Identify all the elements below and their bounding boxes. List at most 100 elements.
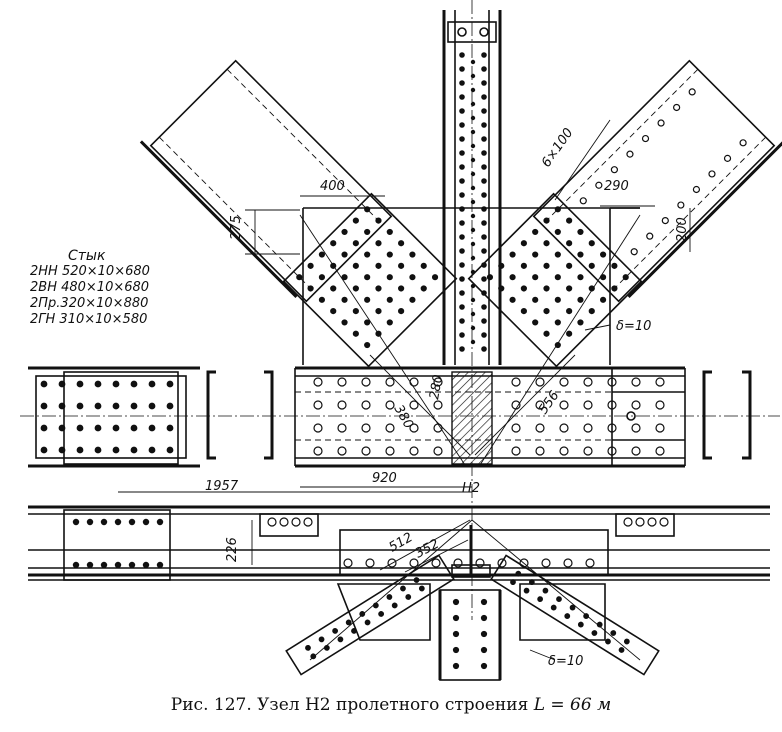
- bolt-hole: [313, 400, 323, 410]
- rivet: [130, 446, 138, 454]
- rivet: [554, 296, 561, 303]
- rivet: [330, 240, 337, 247]
- rivet: [577, 274, 584, 281]
- rivet: [459, 122, 465, 128]
- delta-top: δ=10: [616, 319, 651, 334]
- bolt-hole: [453, 558, 463, 568]
- bolt-hole: [739, 139, 747, 147]
- rivet: [459, 318, 465, 324]
- rivet: [543, 262, 550, 269]
- rivet: [459, 178, 465, 184]
- bolt-hole: [385, 423, 395, 433]
- chord-elevation: [28, 505, 770, 581]
- rivet: [352, 285, 359, 292]
- rivet: [452, 630, 460, 638]
- bolt-hole: [433, 446, 443, 456]
- rivet: [459, 262, 465, 268]
- splice-row: 2НН 520×10×680: [30, 264, 150, 279]
- rivet: [481, 332, 487, 338]
- rivet: [543, 240, 550, 247]
- gusset-plate-upper: [302, 207, 640, 365]
- bolt-hole: [343, 558, 353, 568]
- rivet: [481, 136, 487, 142]
- delta-bottom: δ=10: [548, 654, 583, 669]
- rivet: [459, 150, 465, 156]
- bolt-hole: [688, 88, 696, 96]
- rivet: [459, 164, 465, 170]
- rivet: [481, 94, 487, 100]
- dim-512: 512: [387, 530, 416, 555]
- rivet: [100, 561, 108, 569]
- bolt-hole: [583, 377, 593, 387]
- rivet: [296, 274, 303, 281]
- rivet: [543, 217, 550, 224]
- bolt-hole: [385, 446, 395, 456]
- rivet: [498, 262, 505, 269]
- rivet: [588, 308, 595, 315]
- rivet: [364, 319, 371, 326]
- rivet: [375, 240, 382, 247]
- bolt-hole: [631, 446, 641, 456]
- bolt-hole: [365, 558, 375, 568]
- rivet: [532, 228, 539, 236]
- bolt-hole: [607, 400, 617, 410]
- rivet: [386, 274, 393, 281]
- rivet: [554, 206, 561, 213]
- bolt-hole: [630, 248, 638, 256]
- rivet: [364, 228, 371, 236]
- lower-diagonals: [285, 519, 660, 676]
- bolt-hole: [626, 150, 634, 158]
- rivet: [114, 518, 122, 526]
- rivet: [481, 150, 487, 156]
- rivet: [341, 319, 348, 326]
- rivet: [543, 285, 550, 292]
- rivet: [459, 136, 465, 142]
- rivet: [470, 199, 476, 205]
- rivet: [341, 251, 348, 258]
- rivet: [330, 285, 337, 292]
- rivet: [523, 587, 530, 594]
- bolt-hole: [409, 446, 419, 456]
- bolt-hole: [661, 217, 669, 225]
- rivet: [470, 157, 476, 163]
- rivet: [352, 240, 359, 247]
- rivet: [481, 52, 487, 58]
- rivet: [72, 518, 80, 526]
- rivet: [480, 598, 488, 606]
- rivet: [166, 424, 174, 432]
- rivet: [480, 662, 488, 670]
- rivet: [76, 380, 84, 388]
- rivet: [128, 518, 136, 526]
- rivet: [459, 332, 465, 338]
- rivet: [542, 587, 549, 594]
- bolt-hole: [631, 423, 641, 433]
- rivet: [58, 424, 66, 432]
- caption-prefix: Рис. 127. Узел Н2 пролетного строения: [170, 695, 534, 715]
- bolt-hole: [610, 166, 618, 174]
- rivet: [58, 402, 66, 410]
- rivet: [470, 129, 476, 135]
- bolt-hole: [631, 377, 641, 387]
- rivet: [554, 319, 561, 326]
- rivet: [566, 240, 573, 247]
- rivet: [378, 611, 385, 617]
- rivet: [76, 402, 84, 410]
- rivet: [577, 251, 584, 258]
- rivet: [566, 262, 573, 269]
- rivet: [481, 122, 487, 128]
- bolt-hole: [579, 197, 587, 205]
- rivet: [166, 380, 174, 388]
- rivet: [481, 108, 487, 114]
- rivet: [112, 380, 120, 388]
- rivet: [459, 220, 465, 226]
- rivet: [459, 52, 465, 58]
- rivet: [481, 80, 487, 86]
- bolt-hole: [535, 446, 545, 456]
- rivet: [564, 613, 571, 619]
- rivet: [130, 402, 138, 410]
- splice-row: 2ГН 310×10×580: [30, 312, 148, 327]
- rivet: [114, 561, 122, 569]
- rivet: [577, 621, 584, 628]
- splice-table: Стык 2НН 520×10×680 2ВН 480×10×680 2Пр.3…: [30, 248, 200, 328]
- rivet: [318, 296, 326, 303]
